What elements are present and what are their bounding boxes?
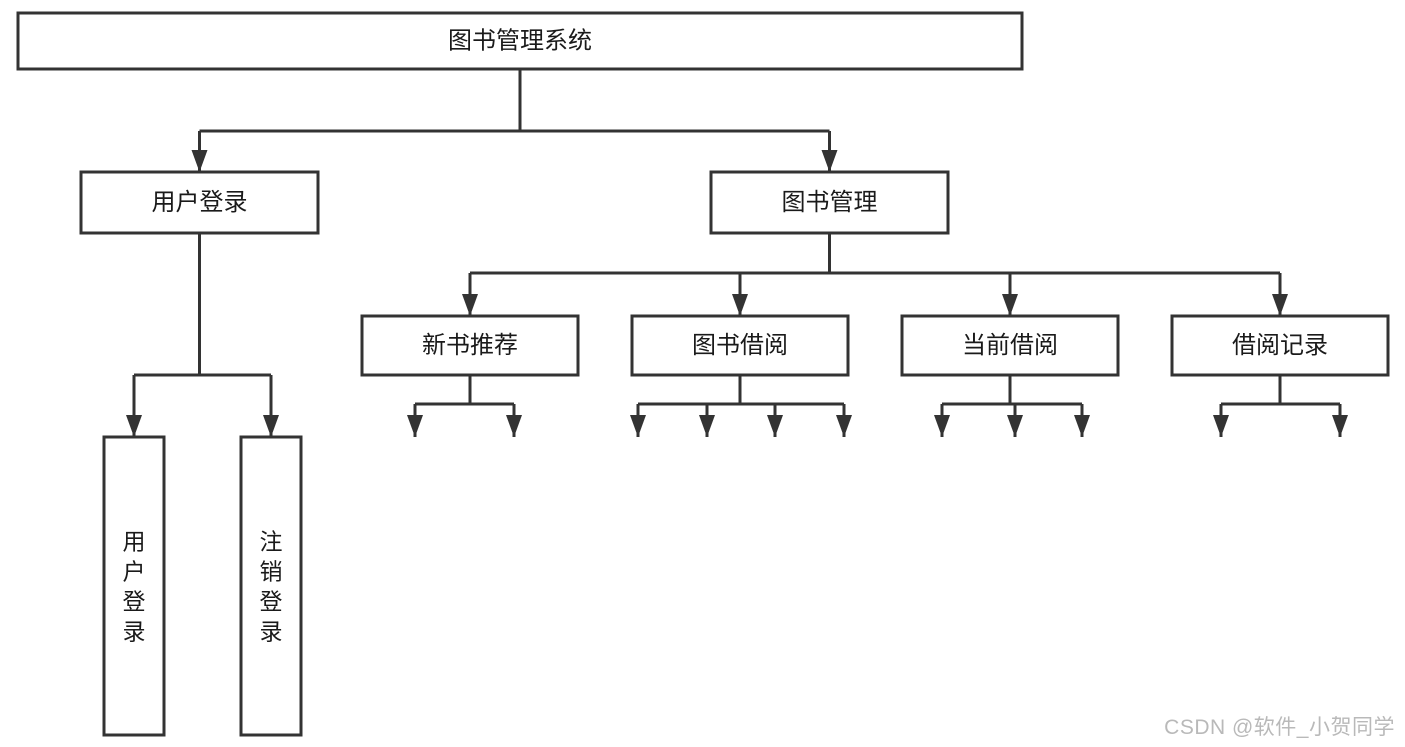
node-label-char: 用 (123, 528, 146, 554)
arrow-head-icon (767, 415, 783, 437)
node-current-borrow[interactable]: 当前借阅 (900, 314, 1120, 377)
node-label: 当前借阅 (962, 332, 1058, 359)
node-label: 借阅记录 (1232, 332, 1328, 359)
arrow-head-icon (732, 294, 748, 316)
node-new-book-recommend[interactable]: 新书推荐 (360, 314, 580, 377)
arrow-head-icon (1213, 415, 1229, 437)
connectors-layer (126, 69, 1348, 437)
arrow-head-icon (1332, 415, 1348, 437)
arrow-head-icon (506, 415, 522, 437)
node-label-char: 注 (260, 528, 283, 554)
arrow-head-icon (821, 150, 838, 172)
node-box (709, 170, 950, 235)
node-root[interactable]: 图书管理系统 (16, 11, 1024, 71)
node-label: 图书借阅 (692, 332, 788, 359)
node-label: 新书推荐 (422, 332, 518, 359)
node-label-char: 录 (260, 618, 283, 644)
node-label-char: 户 (123, 558, 146, 584)
node-label: 图书管理 (782, 189, 878, 216)
arrow-head-icon (630, 415, 646, 437)
node-book-manage[interactable]: 图书管理 (709, 170, 950, 235)
nodes-layer: 图书管理系统用户登录用户登录注销登录图书管理新书推荐图书借阅当前借阅借阅记录 (16, 11, 1390, 737)
node-box (630, 314, 850, 377)
arrow-head-icon (1002, 294, 1018, 316)
node-box (1170, 314, 1390, 377)
arrow-head-icon (1272, 294, 1288, 316)
watermark-label: CSDN @软件_小贺同学 (1164, 716, 1395, 739)
arrow-head-icon (191, 150, 208, 172)
node-label: 图书管理系统 (448, 27, 592, 54)
node-box (239, 435, 303, 737)
node-book-borrow[interactable]: 图书借阅 (630, 314, 850, 377)
node-box (102, 435, 166, 737)
node-label-char: 录 (123, 618, 146, 644)
arrow-head-icon (407, 415, 423, 437)
node-box (79, 170, 320, 235)
arrow-head-icon (126, 415, 142, 437)
arrow-head-icon (836, 415, 852, 437)
arrow-head-icon (934, 415, 950, 437)
node-label-char: 登 (123, 588, 146, 614)
node-box (16, 11, 1024, 71)
node-user-login[interactable]: 用户登录 (79, 170, 320, 235)
arrow-head-icon (1007, 415, 1023, 437)
node-user-login-do[interactable]: 用户登录 (102, 435, 166, 737)
arrow-head-icon (1074, 415, 1090, 437)
node-label-char: 登 (260, 588, 283, 614)
arrow-head-icon (462, 294, 478, 316)
node-borrow-record[interactable]: 借阅记录 (1170, 314, 1390, 377)
node-label: 用户登录 (152, 189, 248, 216)
node-box (360, 314, 580, 377)
node-box (900, 314, 1120, 377)
arrow-head-icon (263, 415, 279, 437)
arrow-head-icon (699, 415, 715, 437)
node-label-char: 销 (260, 558, 283, 584)
